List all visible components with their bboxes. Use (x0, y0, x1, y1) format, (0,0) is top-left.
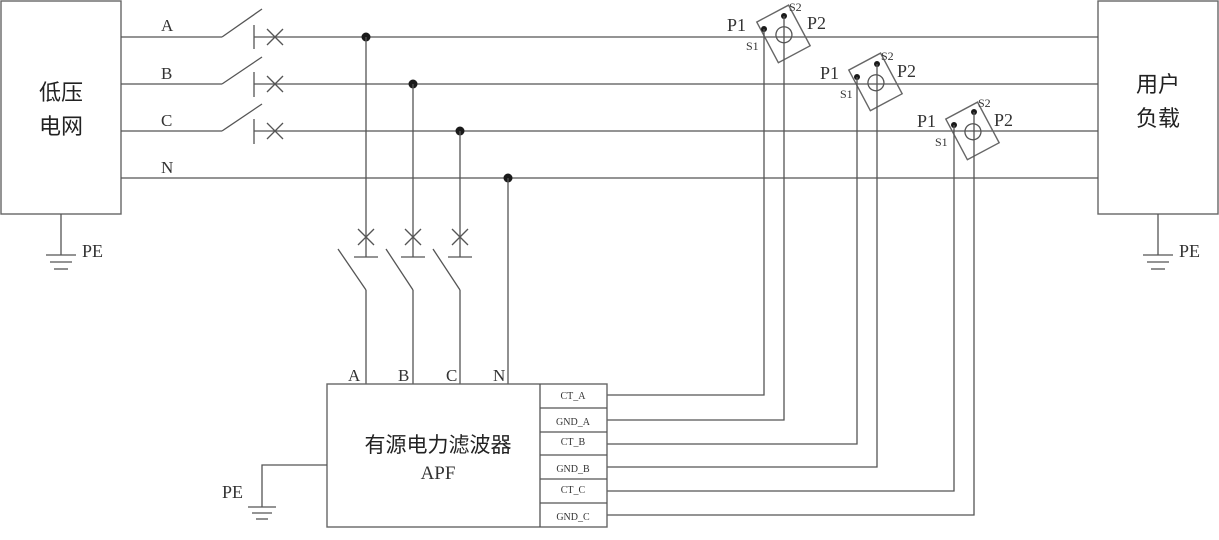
ct-c-p2: P2 (994, 110, 1013, 130)
apf-feed-b: B (385, 79, 425, 385)
wire-ct-b (607, 77, 858, 445)
breaker-switch-icon (432, 248, 461, 291)
grid-source-box (0, 0, 122, 215)
apf-input-a-label: A (348, 366, 361, 385)
breaker-x-icon (266, 75, 284, 93)
ground-icon (248, 464, 327, 520)
apf-feed-c: C (432, 126, 472, 385)
wire-ct-a (607, 29, 765, 396)
user-load-label-2: 负载 (1136, 107, 1180, 132)
breaker-switch-icon (385, 248, 414, 291)
current-transformer-b: P1 P2 S1 S2 (820, 49, 916, 112)
wire-gnd-a (607, 16, 785, 421)
breaker-x-icon (266, 122, 284, 140)
apf-block: 有源电力滤波器 APF CT_A GND_A CT_B GND_B CT_C G… (222, 383, 608, 528)
grid-pe-label: PE (82, 241, 103, 261)
grid-source-label-1: 低压 (39, 81, 83, 106)
ct-signal-wires (607, 16, 975, 516)
user-load-label-1: 用户 (1136, 73, 1180, 98)
ct-b-s2: S2 (881, 49, 894, 63)
bus-line-c: C (121, 103, 1098, 144)
bus-line-n: N (121, 158, 1098, 179)
bus-label-a: A (161, 16, 174, 35)
grid-source-label-2: 电网 (39, 115, 83, 140)
apf-feed-a: A (337, 32, 378, 385)
apf-port-ct-a: CT_A (561, 391, 587, 402)
breaker-switch-icon (337, 248, 367, 291)
breaker-x-icon (451, 228, 469, 246)
ct-c-s1: S1 (935, 135, 948, 149)
ct-a-p1: P1 (727, 15, 746, 35)
bus-label-c: C (161, 111, 172, 130)
breaker-x-icon (266, 28, 284, 46)
wire-ct-c (607, 125, 955, 492)
bus-line-a: A (121, 8, 1098, 49)
bus-label-n: N (161, 158, 173, 177)
load-pe-label: PE (1179, 241, 1200, 261)
current-transformer-c: P1 P2 S1 S2 (917, 96, 1013, 161)
apf-input-c-label: C (446, 366, 457, 385)
apf-feed-n: N (493, 173, 513, 385)
ct-b-p2: P2 (897, 61, 916, 81)
apf-subtitle: APF (421, 463, 456, 484)
ct-b-s1: S1 (840, 87, 853, 101)
breaker-switch-icon (221, 56, 263, 85)
breaker-x-icon (404, 228, 422, 246)
breaker-switch-icon (221, 103, 263, 132)
bus-line-b: B (121, 56, 1098, 97)
current-transformer-a: P1 P2 S1 S2 (727, 0, 826, 64)
ct-a-s2: S2 (789, 0, 802, 14)
user-load-block: 用户 负载 PE (1097, 0, 1219, 270)
apf-port-ct-b: CT_B (561, 437, 586, 448)
wire-gnd-c (607, 112, 975, 516)
user-load-box (1097, 0, 1219, 215)
apf-input-b-label: B (398, 366, 409, 385)
ct-a-p2: P2 (807, 13, 826, 33)
wire-gnd-b (607, 64, 878, 468)
ct-a-s1: S1 (746, 39, 759, 53)
breaker-switch-icon (221, 8, 263, 38)
breaker-x-icon (357, 228, 375, 246)
ct-c-p1: P1 (917, 111, 936, 131)
ground-icon (46, 214, 76, 270)
apf-pe-label: PE (222, 482, 243, 502)
bus-label-b: B (161, 64, 172, 83)
apf-title: 有源电力滤波器 (365, 433, 512, 457)
ct-b-p1: P1 (820, 63, 839, 83)
grid-source-block: 低压 电网 PE (0, 0, 122, 270)
ground-icon (1143, 214, 1173, 270)
apf-input-n-label: N (493, 366, 505, 385)
apf-port-ct-c: CT_C (561, 485, 586, 496)
apf-port-gnd-b: GND_B (556, 464, 590, 475)
apf-port-gnd-c: GND_C (556, 512, 590, 523)
apf-port-gnd-a: GND_A (556, 417, 591, 428)
ct-c-s2: S2 (978, 96, 991, 110)
